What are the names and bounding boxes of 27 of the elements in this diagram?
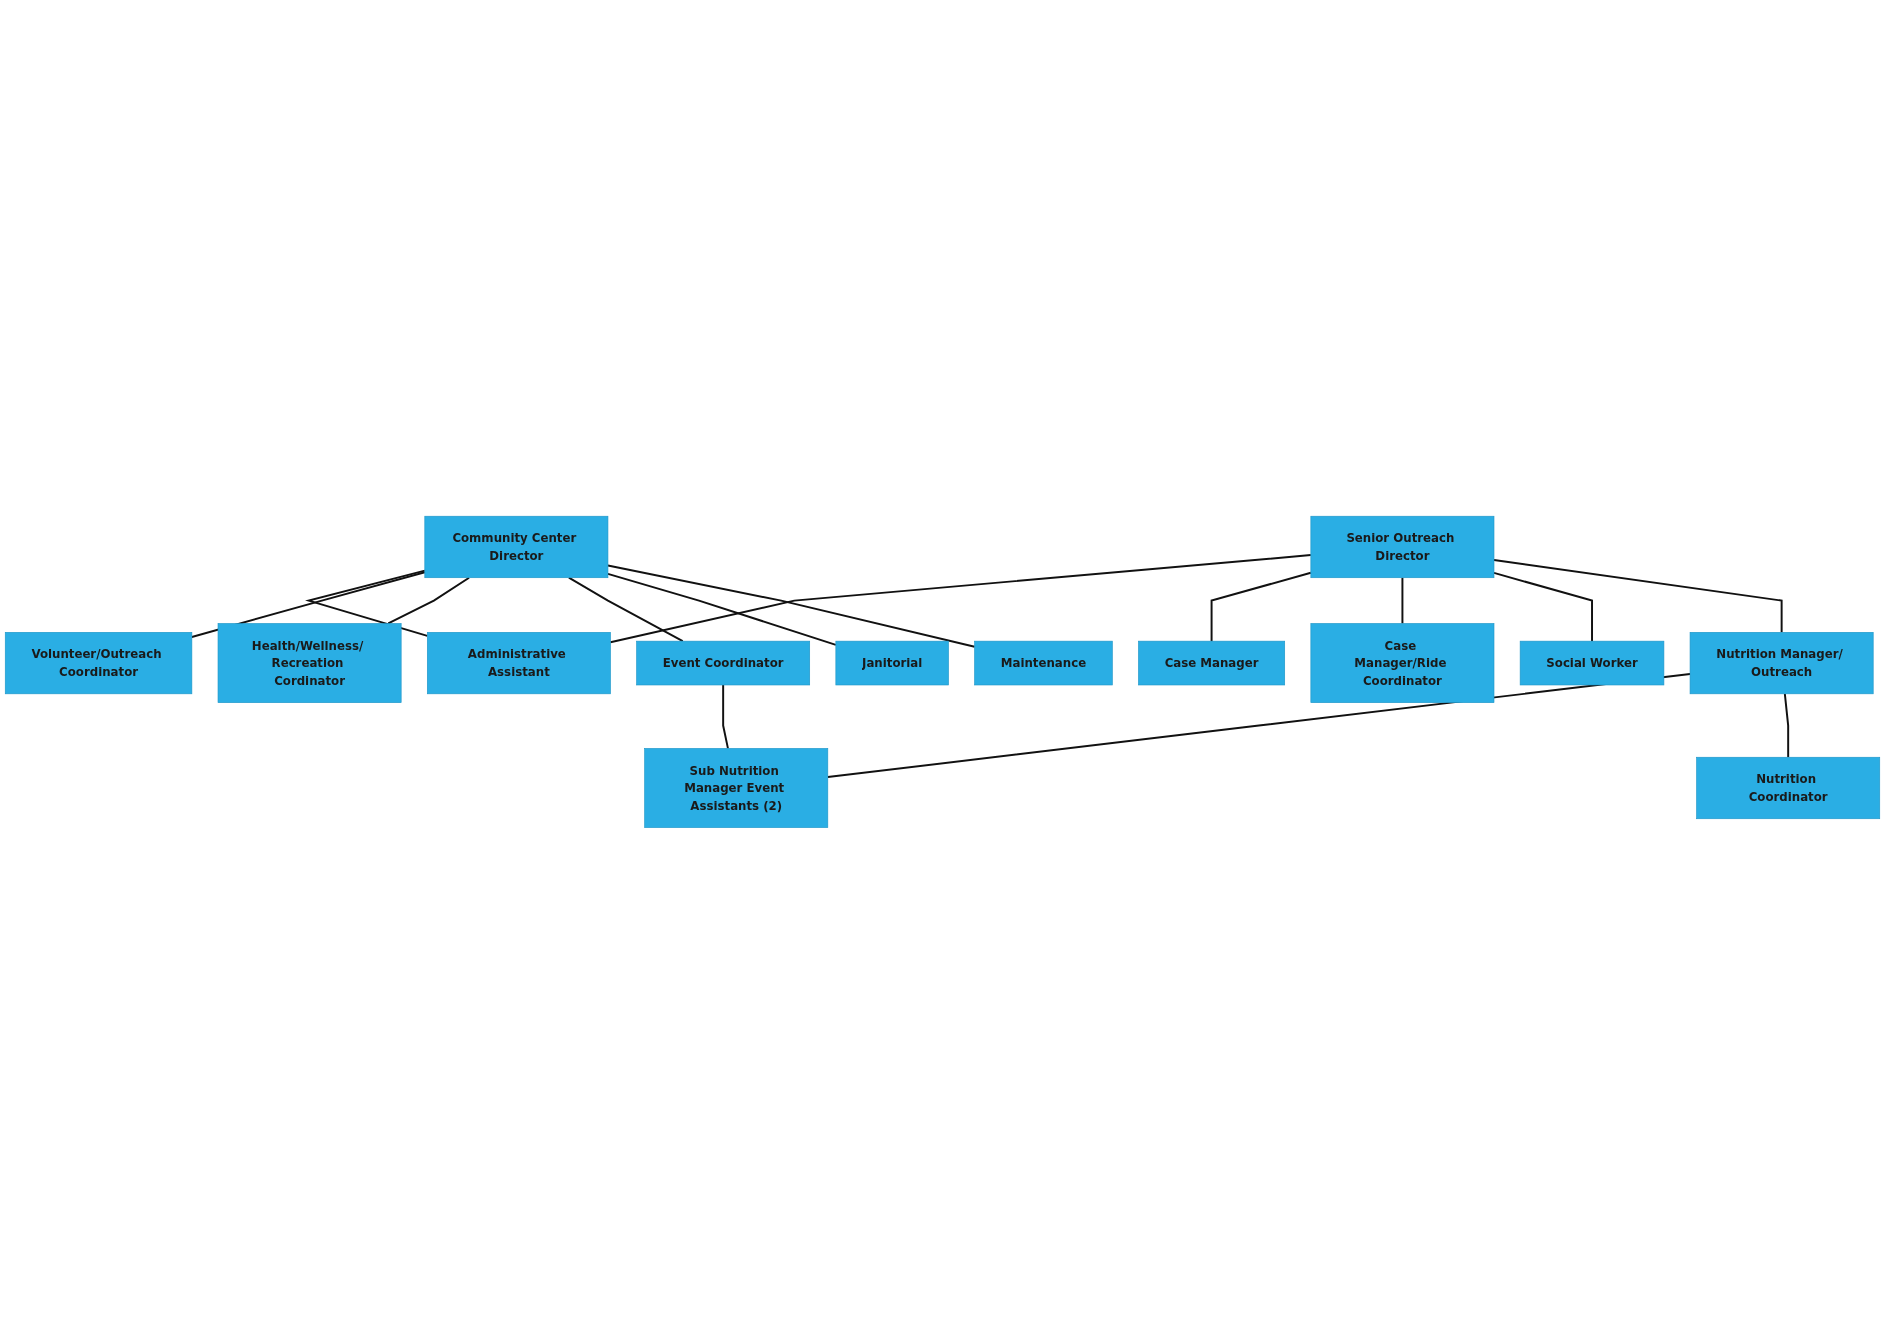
node-box: Administrative Assistant bbox=[427, 631, 611, 694]
node-box: Case Manager bbox=[1138, 640, 1285, 685]
connector bbox=[609, 553, 1312, 643]
node-box: Nutrition Manager/ Outreach bbox=[1689, 631, 1874, 694]
node-box: Social Worker bbox=[1519, 640, 1665, 685]
node-box: Janitorial bbox=[835, 640, 949, 685]
connector bbox=[305, 569, 429, 637]
connector bbox=[1401, 576, 1404, 625]
node-box: Health/Wellness/ Recreation Cordinator bbox=[217, 622, 402, 703]
connector bbox=[606, 564, 976, 648]
connector bbox=[567, 576, 684, 642]
node-box: Volunteer/Outreach Coordinator bbox=[4, 631, 193, 694]
connector bbox=[387, 576, 471, 625]
connector bbox=[190, 570, 426, 638]
node-box: Nutrition Coordinator bbox=[1696, 756, 1881, 819]
node-box: Community Center Director bbox=[424, 515, 609, 578]
node-box: Sub Nutrition Manager Event Assistants (2) bbox=[644, 747, 829, 828]
connector bbox=[722, 683, 729, 749]
connector bbox=[1783, 692, 1790, 758]
connector bbox=[1493, 558, 1783, 633]
connector bbox=[606, 572, 837, 646]
node-box: Senior Outreach Director bbox=[1310, 515, 1495, 578]
node-box: Maintenance bbox=[974, 640, 1113, 685]
connector bbox=[1210, 571, 1312, 642]
node-box: Case Manager/Ride Coordinator bbox=[1310, 622, 1495, 703]
node-box: Event Coordinator bbox=[636, 640, 810, 685]
connector bbox=[1493, 571, 1593, 642]
